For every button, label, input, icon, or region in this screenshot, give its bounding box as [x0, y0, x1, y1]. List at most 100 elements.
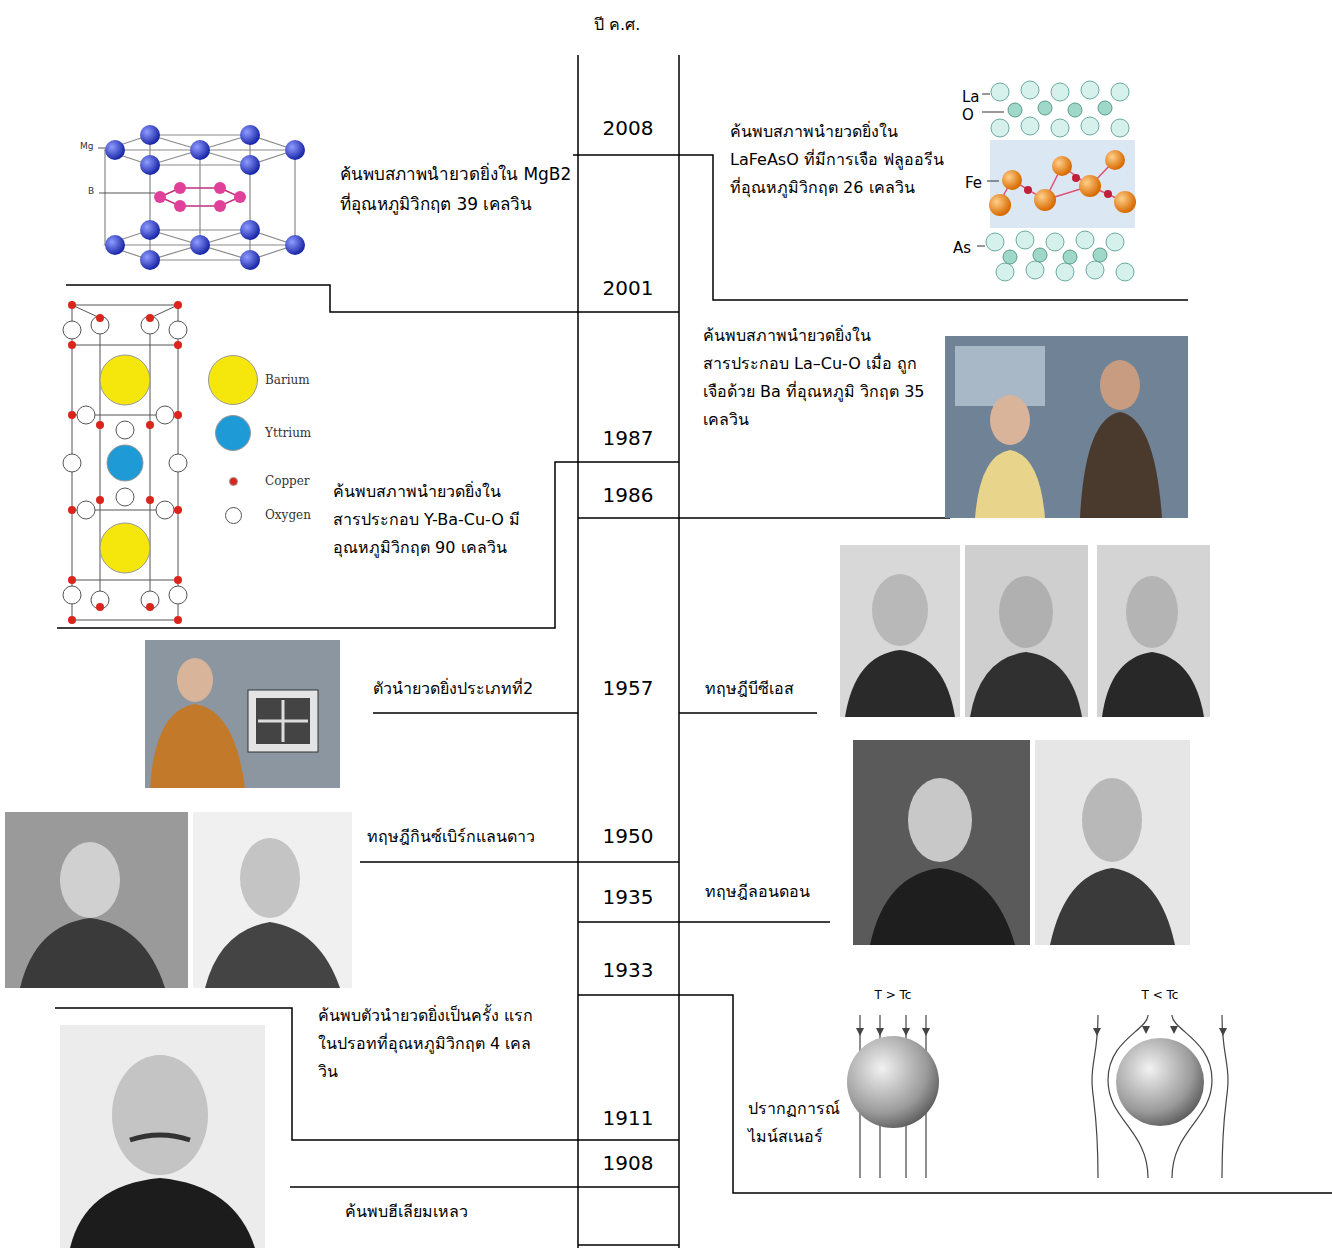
photo-onnes-part — [130, 1135, 190, 1140]
photo-onnes — [60, 1025, 265, 1248]
mgb2-crystal-part-part — [240, 250, 260, 270]
mgb2-crystal-part-part — [140, 250, 160, 270]
atom-label: O — [962, 102, 974, 128]
photo-ginzburg-landau-part — [193, 812, 352, 988]
photo-bcs-part — [845, 650, 955, 717]
event-text: ค้นพบฮีเลียมเหลว — [345, 1198, 545, 1226]
year-cell: 1933 — [597, 956, 660, 984]
lafeaso-crystal-part-part — [991, 83, 1009, 101]
ybco-crystal-part-part — [96, 496, 104, 504]
ybco-crystal-part-part — [174, 576, 182, 584]
photo-ginzburg-landau — [5, 812, 352, 988]
ybco-crystal-part-part — [156, 501, 174, 519]
lafeaso-crystal-part-part — [1104, 190, 1112, 198]
timeline-lines-part — [360, 861, 679, 863]
legend-text: Yttrium — [265, 426, 311, 440]
ybco-crystal-part-part — [174, 616, 182, 624]
ybco-crystal-part-part — [116, 488, 134, 506]
event-text: ค้นพบสภาพนำยวดยิ่งใน สารประกอบ Y-Ba-Cu-O… — [333, 478, 549, 562]
photo-bcs-part — [840, 545, 960, 717]
mgb2-crystal-part-part — [140, 220, 160, 240]
photo-type2-part — [258, 700, 308, 742]
photo-london-part — [908, 778, 972, 862]
mgb2-crystal-part-part — [154, 191, 166, 203]
lafeaso-crystal-part-part — [1033, 248, 1047, 262]
lafeaso-crystal-part — [990, 140, 1135, 228]
lafeaso-crystal-part — [977, 94, 1004, 246]
legend-item: Barium — [208, 355, 310, 405]
legend-text: Oxygen — [265, 508, 311, 522]
photo-london-part — [1082, 778, 1142, 862]
ybco-crystal-part-part — [68, 341, 76, 349]
atom-label: Mg — [80, 141, 93, 152]
year-text: 1987 — [603, 426, 654, 450]
photo-type2-part — [150, 704, 245, 788]
photo-type2-part — [248, 690, 318, 752]
mgb2-crystal-part — [154, 182, 246, 212]
lafeaso-crystal-part-part — [1081, 81, 1099, 99]
mgb2-crystal-part — [98, 135, 295, 260]
timeline-lines-part — [578, 517, 950, 519]
lafeaso-crystal-part-part — [991, 119, 1009, 137]
ybco-crystal-part-part — [174, 341, 182, 349]
timeline-lines-part — [373, 712, 817, 714]
mgb2-crystal-part — [160, 188, 240, 206]
mgb2-crystal-part-part — [140, 155, 160, 175]
photo-bcs-part — [1097, 545, 1210, 717]
ybco-crystal-part — [63, 316, 187, 609]
mgb2-crystal-part-part — [285, 140, 305, 160]
year-text: 1957 — [603, 676, 654, 700]
timeline-lines-part — [578, 995, 1332, 1193]
ybco-crystal-part-part — [77, 501, 95, 519]
photo-bcs-part — [1102, 652, 1204, 717]
meissner-figure-part — [856, 1026, 1227, 1036]
lafeaso-crystal-part-part — [1026, 261, 1044, 279]
lafeaso-crystal-part-part — [1111, 119, 1129, 137]
lafeaso-crystal-part — [986, 81, 1134, 281]
photo-onnes-part — [112, 1055, 208, 1175]
lafeaso-crystal-part-part — [1024, 186, 1032, 194]
photo-1986-part — [975, 450, 1045, 518]
mgb2-crystal-part-part — [174, 182, 186, 194]
meissner-figure-part — [847, 1036, 939, 1128]
ybco-crystal-part-part — [96, 421, 104, 429]
lafeaso-crystal-part-part — [1114, 191, 1136, 213]
legend-swatch — [208, 355, 258, 405]
ybco-crystal-part-part — [146, 603, 154, 611]
lafeaso-crystal-part-part — [1016, 231, 1034, 249]
lafeaso-crystal-part-part — [1116, 263, 1134, 281]
year-text: 1986 — [603, 483, 654, 507]
ybco-crystal-part — [100, 355, 150, 405]
mgb2-crystal-part-part — [105, 135, 295, 260]
year-cell: 1987 — [597, 424, 660, 452]
event-text: ตัวนำยวดยิ่งประเภทที่2 — [373, 675, 573, 703]
event-text: ทฤษฎีบีซีเอส — [705, 675, 835, 703]
photo-1986-part — [990, 395, 1030, 445]
legend-text: Copper — [265, 474, 310, 488]
year-cell: 1957 — [597, 674, 660, 702]
lafeaso-crystal-part-part — [986, 233, 1004, 251]
ybco-crystal-part-part — [68, 576, 76, 584]
lafeaso-crystal-part-part — [1034, 189, 1056, 211]
year-cell: 1986 — [597, 481, 660, 509]
ybco-crystal-part-part — [116, 421, 134, 439]
meissner-figure-part-part — [856, 1028, 930, 1036]
ybco-crystal-part-part — [96, 603, 104, 611]
legend-item: Oxygen — [225, 507, 311, 524]
year-cell: 1935 — [597, 883, 660, 911]
mgb2-crystal-part-part — [214, 200, 226, 212]
photo-1986-part — [945, 336, 1188, 518]
event-text: ปรากฏการณ์ ไมน์สเนอร์ — [748, 1095, 848, 1151]
ybco-crystal-part-part — [63, 454, 81, 472]
ybco-crystal-part-part — [68, 301, 76, 309]
photo-london — [853, 740, 1190, 945]
photo-bcs-part — [1126, 576, 1178, 648]
ybco-crystal-part — [100, 523, 150, 573]
ybco-crystal-part-part — [169, 454, 187, 472]
year-cell: 2001 — [597, 274, 660, 302]
year-cell: 2008 — [597, 114, 660, 142]
mgb2-crystal-part-part — [174, 200, 186, 212]
timeline-lines-part — [578, 55, 679, 1248]
mgb2-crystal-part-part — [190, 235, 210, 255]
